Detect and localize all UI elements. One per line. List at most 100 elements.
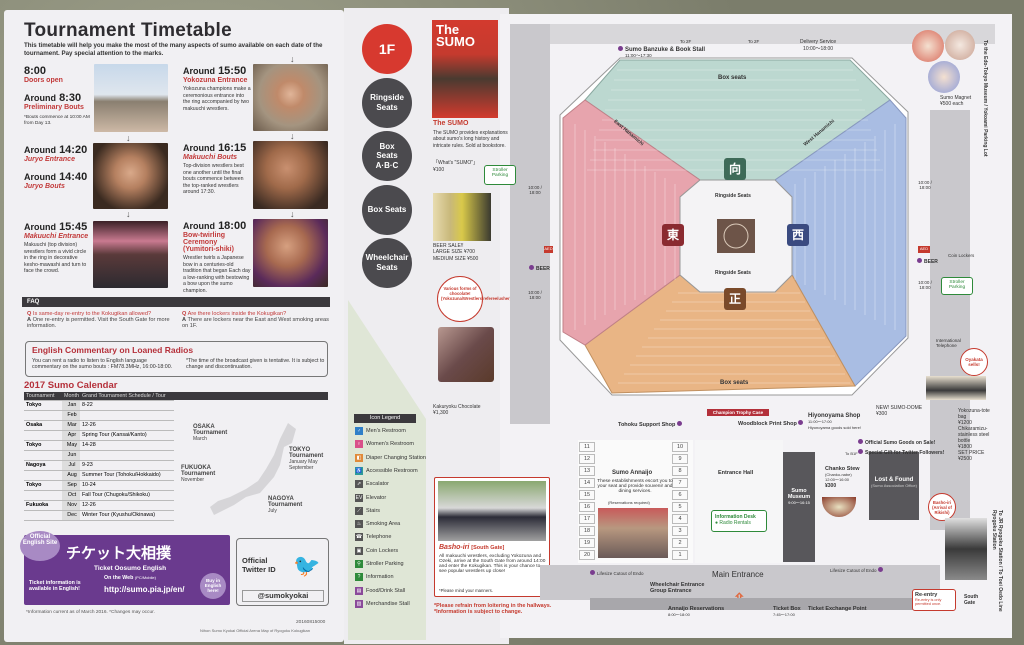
legend-men-s-restroom-icon: ♂: [355, 427, 363, 435]
faq-header: FAQ: [22, 297, 330, 307]
annaijo-booth: 2: [672, 538, 688, 548]
oyakata-bubble: Oyakata sells!: [960, 348, 988, 376]
book-title: The SUMO: [433, 120, 469, 127]
ticket-banner[interactable]: Official English Site チケット大相撲 Ticket Oos…: [20, 531, 230, 605]
web-sub: (PC/Mobile): [134, 575, 156, 580]
annaijo-booth: 9: [672, 454, 688, 464]
magnet-photo: [912, 30, 944, 62]
legend-item: ♿Accessible Restroom: [355, 466, 418, 475]
legend-label: Diaper Changing Station: [366, 454, 426, 461]
calendar-month: Oct: [62, 490, 80, 501]
annaijo-booth: 6: [672, 490, 688, 500]
ticket-info: Ticket information is available in Engli…: [29, 580, 81, 592]
calendar-schedule: 14-28: [80, 440, 174, 451]
calendar-month: Dec: [62, 510, 80, 521]
annaijo-photo: [598, 508, 668, 558]
legend-merchandise-stall-icon: ▥: [355, 599, 363, 608]
annaijo-booth: 17: [579, 514, 595, 524]
legend-food-drink-stall-icon: ▤: [355, 586, 363, 595]
legend-item: ♀Women's Restroom: [355, 440, 415, 449]
calendar-tournament: Osaka: [24, 420, 62, 431]
legend-information-icon: ?: [355, 573, 363, 582]
calendar-schedule: [80, 450, 174, 461]
radio-title: English Commentary on Loaned Radios: [32, 345, 194, 355]
basho-iri-tag: [South Gate]: [471, 545, 505, 551]
arrow-down-icon: ↓: [290, 54, 295, 64]
seat-wheelchair: Wheelchair Seats: [362, 238, 412, 288]
calendar-tournament: [24, 470, 62, 481]
ringside-label: Ringside Seats: [715, 193, 751, 199]
information-desk[interactable]: Information Desk● Radio Rentals: [711, 510, 767, 532]
calendar-row: Jun: [24, 450, 174, 461]
to-2f-label: To 2F: [748, 39, 760, 44]
to-2f-label: To 2F: [680, 39, 692, 44]
radio-text: You can rent a radio to listen to Englis…: [32, 358, 173, 370]
annaijo-booth: 14: [579, 478, 595, 488]
legend-elevator-icon: EV: [355, 493, 363, 502]
entrance-front: [590, 598, 920, 610]
legend-label: Women's Restroom: [366, 441, 415, 448]
legend-item: ?Information: [355, 573, 394, 582]
legend-label: Smoking Area: [366, 521, 401, 528]
annaijo-booth: 3: [672, 526, 688, 536]
twitter-handle-link[interactable]: @sumokyokai: [242, 590, 324, 602]
box-seats-label: Box seats: [718, 75, 747, 81]
calendar-schedule: 10-24: [80, 480, 174, 491]
calendar-row: Feb: [24, 410, 174, 421]
calendar-schedule: 12-26: [80, 500, 174, 511]
sumo-book-cover: The SUMO: [432, 20, 498, 118]
ticket-logo: チケット大相撲: [66, 545, 172, 562]
oyakata-photo: [926, 376, 986, 400]
basho-iri-title: Basho-iri: [439, 544, 470, 551]
annaijo-booth: 11: [579, 442, 595, 452]
twitter-gift: Special Gift for Twitter Followers!: [858, 449, 944, 456]
legend-coin-lockers-icon: ▣: [355, 546, 363, 555]
footer-note: *Information current as of March 2016. *…: [26, 610, 155, 615]
legend-diaper-changing-station-icon: ◧: [355, 453, 363, 462]
calendar-month: Mar: [62, 420, 80, 431]
legend-title: Icon Legend: [354, 414, 416, 423]
arrow-down-icon: ↓: [126, 209, 131, 219]
annaijo-booth: 16: [579, 502, 595, 512]
buy-english-button[interactable]: Buy in English here!: [200, 573, 226, 599]
arrival-photo: [945, 518, 987, 580]
annaijo-booth: 19: [579, 538, 595, 548]
book-desc: The SUMO provides explanations about sum…: [433, 130, 508, 149]
calendar-title: 2017 Sumo Calendar: [24, 380, 118, 391]
book-sub: 「What's "SUMO"」: [433, 160, 479, 166]
annaijo-booth: 8: [672, 466, 688, 476]
east-corridor: [930, 110, 970, 530]
calendar-month: Jul: [62, 460, 80, 471]
calendar-month: Jun: [62, 450, 80, 461]
legend-label: Stroller Parking: [366, 561, 404, 567]
chocolate-photo: [438, 327, 494, 382]
calendar-tournament: [24, 450, 62, 461]
west-marker: 西: [787, 224, 809, 246]
beer-photo: [433, 193, 491, 241]
kokugikan-photo: [94, 64, 168, 132]
main-entrance-corridor: [540, 565, 940, 600]
ticket-url-link[interactable]: http://sumo.pia.jp/en/: [104, 585, 185, 594]
official-goods-sale: Official Sumo Goods on Sale!: [858, 439, 935, 446]
beer-stall: BEER: [529, 265, 550, 272]
arrow-down-icon: ↓: [290, 131, 295, 141]
annaijo-booth: 4: [672, 514, 688, 524]
radio-box: English Commentary on Loaned Radios You …: [25, 341, 328, 377]
book-price: ¥100: [433, 167, 445, 173]
basho-iri-note: *Please mind your manners.: [439, 588, 493, 593]
sumo-dome: NEW! SUMO-DOME¥300: [876, 405, 923, 417]
magnet-photo: [945, 30, 975, 60]
